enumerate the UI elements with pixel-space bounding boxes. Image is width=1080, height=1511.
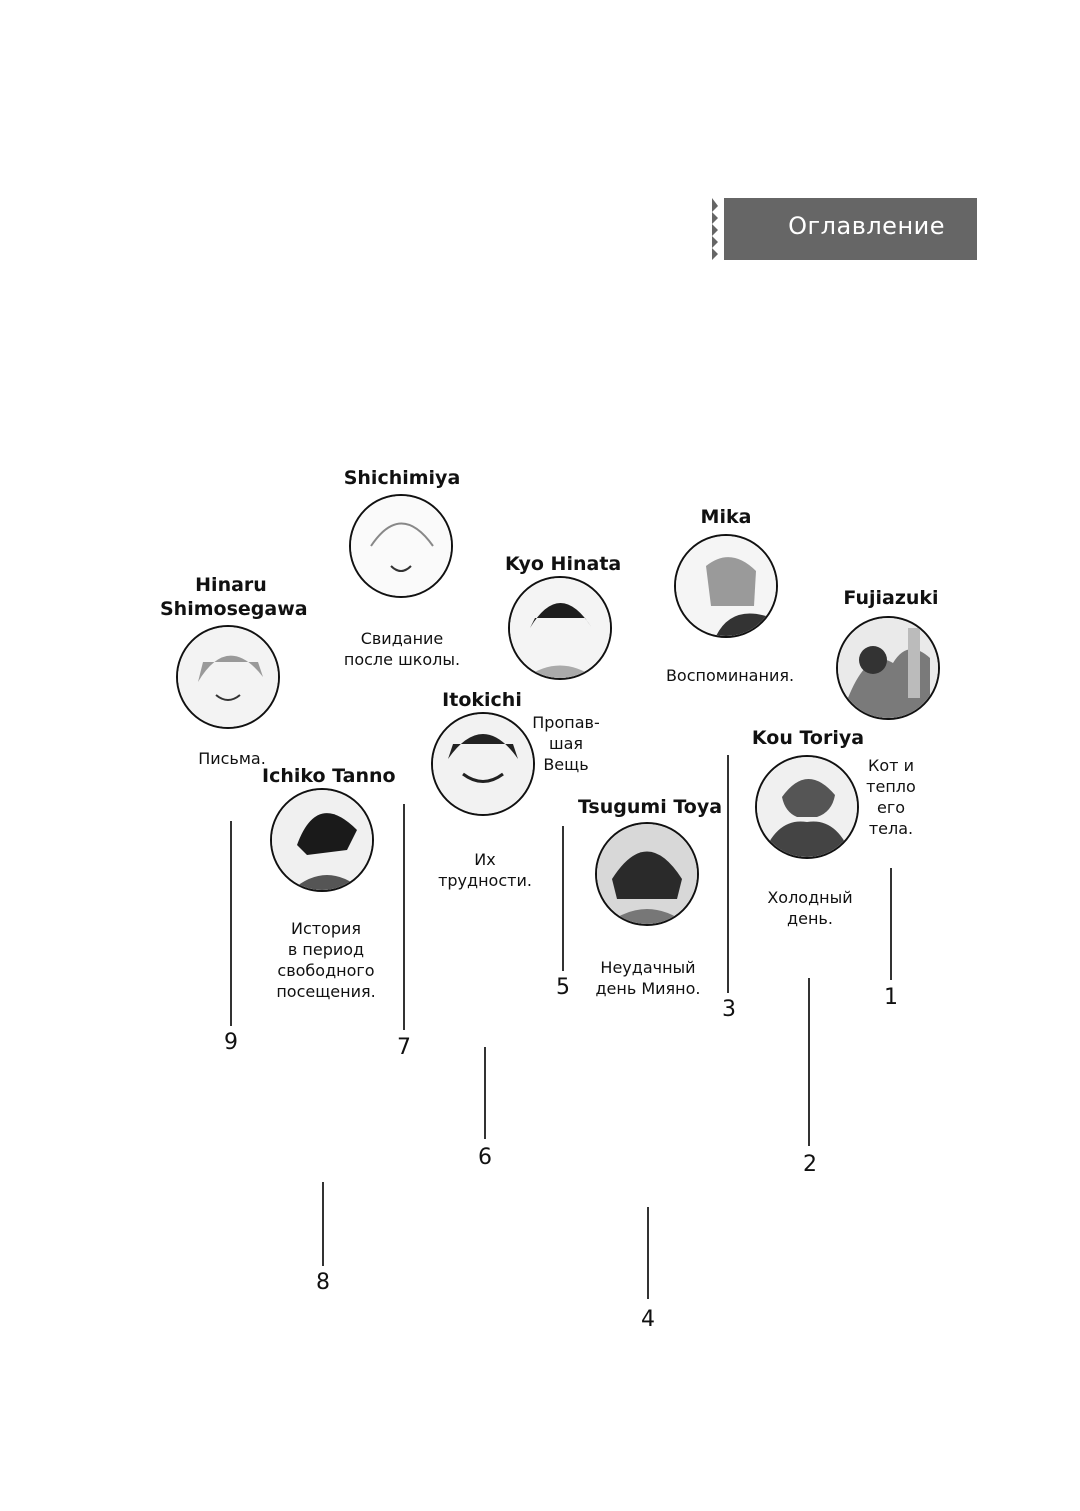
leader-line xyxy=(230,821,232,1026)
page-number: 9 xyxy=(224,1030,238,1055)
leader-line xyxy=(890,868,892,980)
author-name: Kou Toriya xyxy=(751,727,865,749)
leader-line xyxy=(727,755,729,993)
story-title: Холодный день. xyxy=(767,888,853,928)
page-number: 3 xyxy=(722,997,736,1022)
leader-line xyxy=(562,826,564,971)
author-avatar-image xyxy=(176,625,280,729)
page-number: 4 xyxy=(641,1307,655,1332)
author-avatar-image xyxy=(349,494,453,598)
author-avatar-image xyxy=(674,534,778,638)
story-title: Кот и тепло его тела. xyxy=(866,756,916,838)
page-number: 5 xyxy=(556,975,570,1000)
page-number: 8 xyxy=(316,1270,330,1295)
leader-line xyxy=(484,1047,486,1139)
toc-banner: Оглавление xyxy=(712,198,977,260)
author-avatar-image xyxy=(755,755,859,859)
page-number: 2 xyxy=(803,1152,817,1177)
story-title: Неудачный день Мияно. xyxy=(595,958,701,998)
author-name: Tsugumi Toya xyxy=(578,796,723,818)
leader-line xyxy=(403,804,405,1030)
author-avatar-image xyxy=(595,822,699,926)
leader-line xyxy=(808,978,810,1146)
author-avatar-image xyxy=(508,576,612,680)
author-name: Itokichi xyxy=(442,689,522,711)
page-title: Оглавление xyxy=(788,212,945,240)
story-title: Их трудности. xyxy=(438,850,532,890)
author-name: Shichimiya xyxy=(343,467,461,489)
story-title: История в период свободного посещения. xyxy=(276,919,376,1001)
leader-line xyxy=(322,1182,324,1266)
story-title: Письма. xyxy=(198,749,266,768)
story-title: Свидание после школы. xyxy=(343,629,461,669)
author-name: Mika xyxy=(700,506,752,528)
author-name: Hinaru Shimosegawa xyxy=(160,574,308,620)
page-number: 6 xyxy=(478,1145,492,1170)
page-number: 1 xyxy=(884,985,898,1010)
author-avatar-image xyxy=(270,788,374,892)
story-title: Воспоминания. xyxy=(665,666,795,685)
author-name: Kyo Hinata xyxy=(505,553,622,575)
leader-line xyxy=(647,1207,649,1299)
torn-edge-decoration xyxy=(712,198,724,260)
story-title: Пропав- шая Вещь xyxy=(532,713,600,774)
page-number: 7 xyxy=(397,1035,411,1060)
author-avatar-image xyxy=(431,712,535,816)
author-avatar-image xyxy=(836,616,940,720)
author-name: Ichiko Tanno xyxy=(262,765,396,787)
author-name: Fujiazuki xyxy=(843,587,939,609)
